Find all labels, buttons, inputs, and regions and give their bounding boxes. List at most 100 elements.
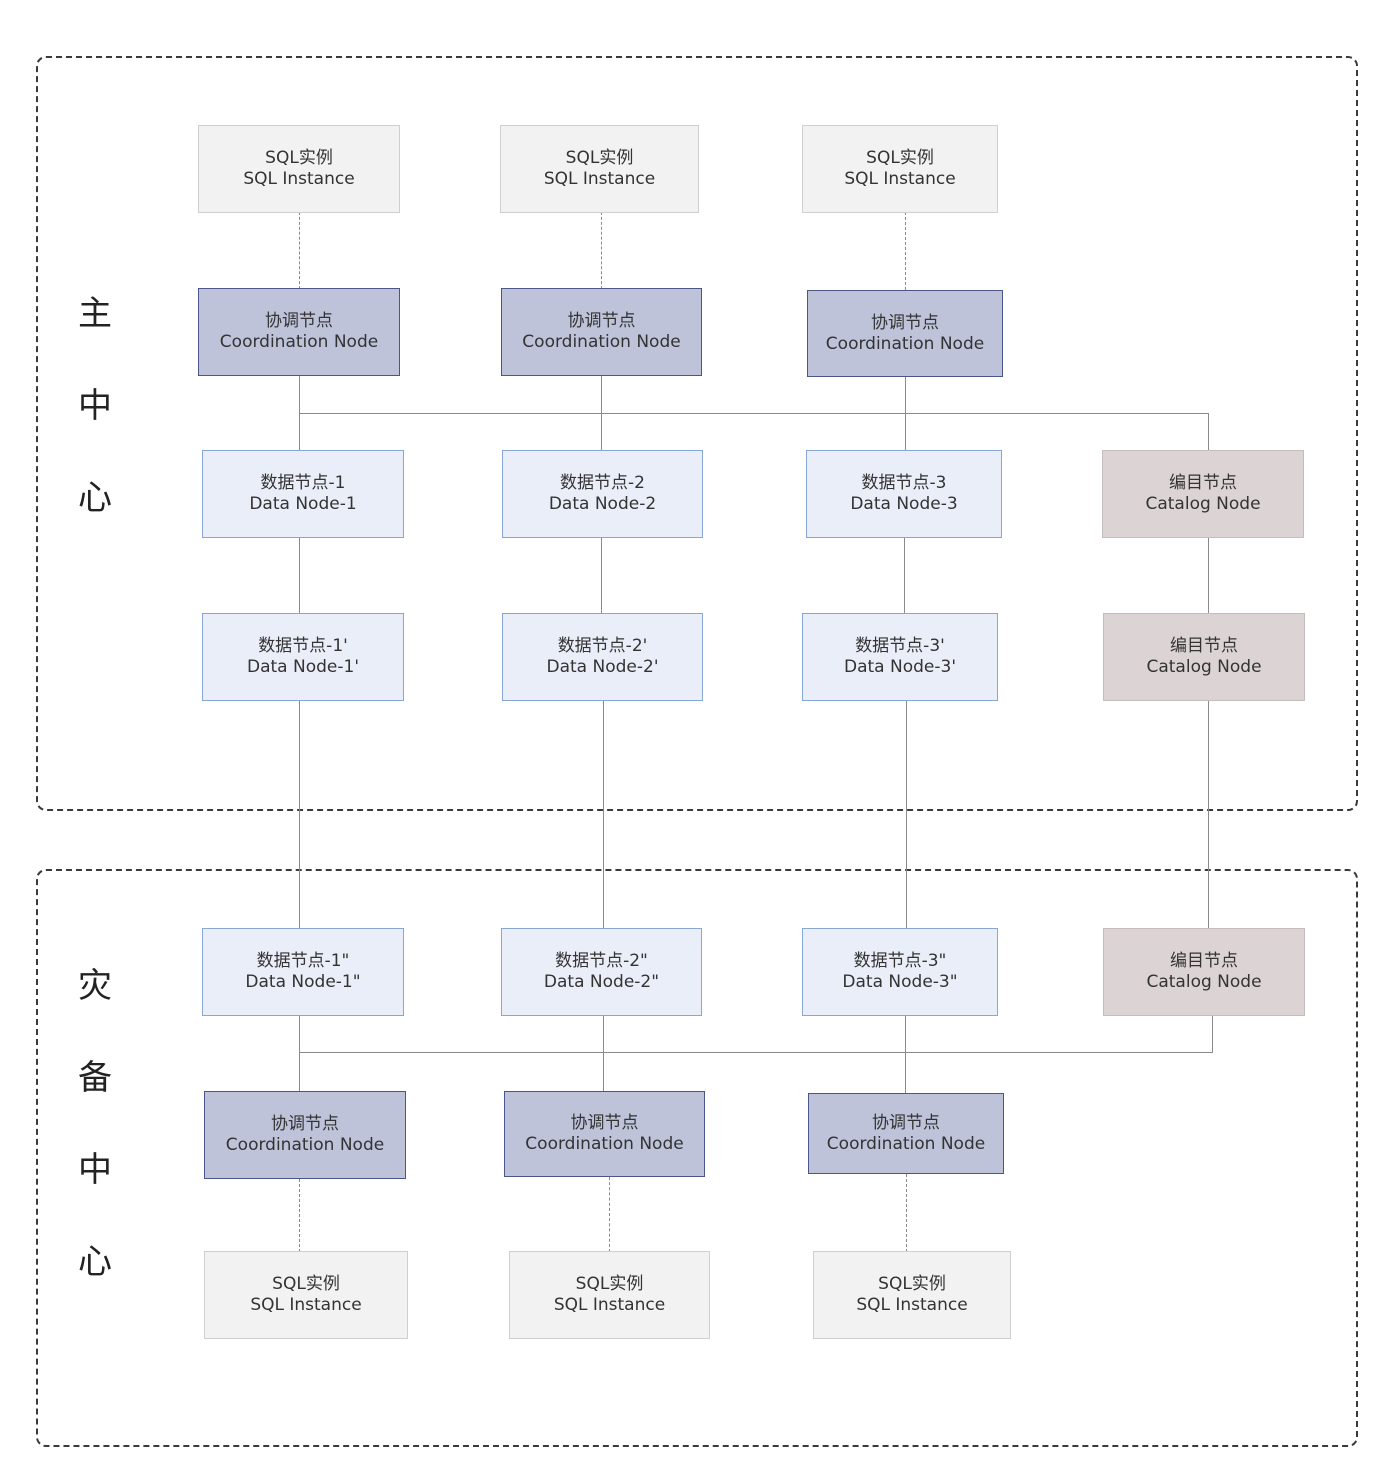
catalog-node-dr: 编目节点 Catalog Node [1103, 928, 1305, 1016]
cross-center-connector [906, 701, 907, 929]
node-label-en: Data Node-3" [842, 972, 958, 992]
node-label-en: Catalog Node [1145, 494, 1261, 514]
coord-sql-connector [906, 1174, 907, 1252]
data-node-replica: 数据节点-3' Data Node-3' [802, 613, 998, 701]
node-label-zh: 数据节点-3" [853, 951, 947, 971]
data-node: 数据节点-3 Data Node-3 [806, 450, 1002, 538]
node-label-en: SQL Instance [844, 169, 956, 189]
node-label-en: Data Node-2 [548, 494, 657, 514]
data-node-replica: 数据节点-1' Data Node-1' [202, 613, 404, 701]
data-node: 数据节点-2 Data Node-2 [502, 450, 703, 538]
node-label-en: Coordination Node [225, 1135, 385, 1155]
node-label-zh: 协调节点 [271, 1114, 339, 1134]
node-label-zh: 协调节点 [265, 311, 333, 331]
node-label-en: Coordination Node [826, 1133, 986, 1154]
coordination-node: 协调节点 Coordination Node [501, 288, 702, 376]
node-label-zh: 数据节点-2" [555, 951, 648, 971]
label-char: 中 [78, 1150, 112, 1190]
bus-catalog-connector [1208, 413, 1209, 451]
node-label-en: Coordination Node [219, 332, 379, 352]
node-label-zh: 编目节点 [1169, 473, 1237, 493]
data-node: 数据节点-1 Data Node-1 [202, 450, 404, 538]
catalog-node: 编目节点 Catalog Node [1103, 613, 1305, 701]
coord-bus-connector [905, 377, 906, 451]
data-node-dr: 数据节点-1" Data Node-1" [202, 928, 404, 1016]
catalog-replica-connector [1208, 538, 1209, 614]
node-label-zh: SQL实例 [265, 148, 333, 168]
data-replica-connector [601, 538, 602, 614]
node-label-zh: 数据节点-2' [557, 636, 648, 656]
node-label-en: SQL Instance [553, 1295, 666, 1315]
data-node-replica: 数据节点-2' Data Node-2' [502, 613, 703, 701]
sql-instance-node-dr: SQL实例 SQL Instance [813, 1251, 1011, 1339]
disaster-bus-line [299, 1052, 1213, 1053]
sql-instance-node: SQL实例 SQL Instance [802, 125, 998, 213]
node-label-en: SQL Instance [250, 1295, 362, 1315]
node-label-en: Data Node-1 [249, 494, 357, 514]
sql-instance-node-dr: SQL实例 SQL Instance [204, 1251, 408, 1339]
node-label-en: Data Node-1' [247, 657, 359, 677]
node-label-en: Data Node-2' [546, 657, 659, 677]
node-label-en: Data Node-3 [850, 494, 958, 514]
node-label-zh: SQL实例 [575, 1274, 644, 1294]
node-label-zh: 编目节点 [1170, 636, 1238, 656]
node-label-en: Data Node-2" [543, 972, 660, 992]
label-char: 灾 [78, 966, 112, 1006]
sql-coord-connector [299, 212, 300, 289]
node-label-en: Coordination Node [825, 333, 985, 354]
node-label-zh: SQL实例 [565, 148, 634, 168]
node-label-zh: 数据节点-3 [861, 473, 947, 493]
node-label-en: SQL Instance [543, 169, 656, 189]
coordination-node: 协调节点 Coordination Node [198, 288, 400, 376]
node-label-zh: 数据节点-1' [258, 636, 348, 656]
primary-center-label: 主 中 心 [65, 268, 125, 544]
catalog-node: 编目节点 Catalog Node [1102, 450, 1304, 538]
sql-instance-node: SQL实例 SQL Instance [198, 125, 400, 213]
coord-sql-connector [299, 1179, 300, 1252]
disaster-center-label: 灾 备 中 心 [65, 940, 125, 1308]
cross-center-connector [603, 701, 604, 929]
label-char: 中 [78, 386, 112, 426]
sql-instance-node: SQL实例 SQL Instance [500, 125, 699, 213]
node-label-zh: SQL实例 [866, 148, 934, 168]
node-label-en: Data Node-3' [844, 657, 956, 677]
node-label-zh: 协调节点 [570, 1113, 639, 1133]
data-replica-connector [299, 538, 300, 614]
node-label-zh: 协调节点 [567, 311, 636, 331]
coordination-node-dr: 协调节点 Coordination Node [808, 1093, 1004, 1174]
data-bus-connector [603, 1016, 604, 1092]
node-label-zh: 数据节点-3' [855, 636, 945, 656]
node-label-zh: 数据节点-2 [560, 473, 645, 493]
node-label-en: Coordination Node [522, 332, 681, 352]
data-node-dr: 数据节点-2" Data Node-2" [501, 928, 702, 1016]
coord-sql-connector [609, 1177, 610, 1252]
catalog-bus-connector [1212, 1016, 1213, 1053]
label-char: 心 [78, 1242, 112, 1282]
cross-center-connector [299, 701, 300, 929]
node-label-en: Catalog Node [1146, 657, 1262, 677]
node-label-zh: 协调节点 [872, 1112, 940, 1133]
node-label-en: Catalog Node [1146, 972, 1262, 992]
disaster-recovery-center-region [36, 869, 1358, 1447]
label-char: 备 [78, 1058, 112, 1098]
label-char: 主 [78, 294, 112, 334]
data-bus-connector [299, 1016, 300, 1092]
node-label-zh: 数据节点-1 [260, 473, 346, 493]
node-label-zh: 数据节点-1" [256, 951, 350, 971]
coordination-node: 协调节点 Coordination Node [807, 290, 1003, 377]
node-label-en: SQL Instance [243, 169, 355, 189]
coordination-node-dr: 协调节点 Coordination Node [504, 1091, 705, 1177]
node-label-en: Coordination Node [525, 1134, 684, 1154]
node-label-zh: SQL实例 [272, 1274, 340, 1294]
node-label-en: Data Node-1" [245, 972, 361, 992]
coordination-node-dr: 协调节点 Coordination Node [204, 1091, 406, 1179]
primary-center-region [36, 56, 1358, 811]
node-label-zh: SQL实例 [878, 1274, 946, 1294]
data-node-dr: 数据节点-3" Data Node-3" [802, 928, 998, 1016]
sql-coord-connector [601, 212, 602, 289]
label-char: 心 [78, 478, 112, 518]
sql-coord-connector [905, 212, 906, 290]
data-bus-connector [905, 1016, 906, 1094]
node-label-zh: 协调节点 [871, 312, 939, 333]
